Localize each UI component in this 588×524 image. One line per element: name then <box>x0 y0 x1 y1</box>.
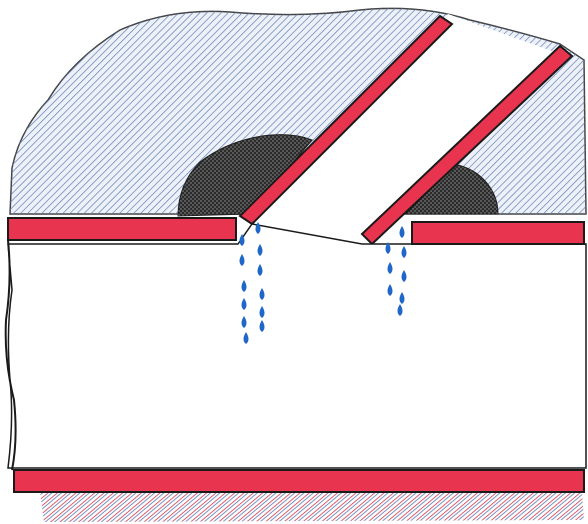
branch-pipe-wall-left <box>238 14 454 226</box>
main-pipe-left-edge <box>4 239 17 471</box>
main-pipe-top-wall-left <box>7 217 237 241</box>
sediment-left <box>177 134 313 217</box>
leaking-water-drops <box>239 222 407 344</box>
soil-lower-region <box>40 492 584 522</box>
main-pipe-interior <box>7 223 587 469</box>
water-drops-right <box>385 226 407 316</box>
branch-pipe-interior <box>246 14 566 240</box>
main-pipe-bottom-wall <box>13 469 585 493</box>
water-drops-left <box>239 222 265 344</box>
sediment-deposits <box>177 134 499 217</box>
branch-pipe-wall-right <box>360 44 574 246</box>
sediment-right <box>404 163 499 215</box>
main-pipe <box>4 217 587 493</box>
soil-bottom <box>40 492 584 522</box>
branch-pipe <box>238 14 574 246</box>
main-pipe-top-wall-right <box>411 221 585 245</box>
